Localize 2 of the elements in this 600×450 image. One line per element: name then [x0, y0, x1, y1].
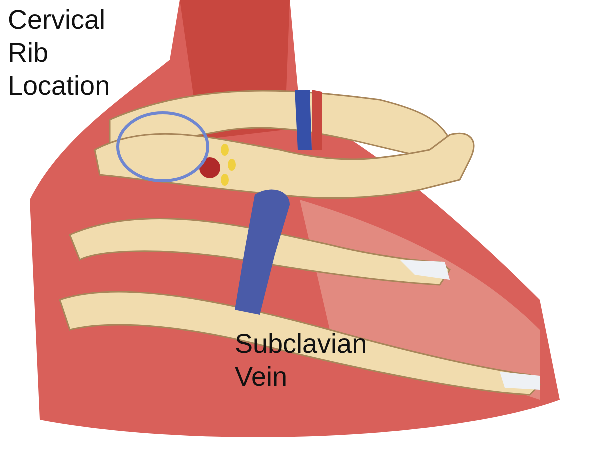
anatomy-label: Subclavian Vein [235, 328, 368, 394]
anatomy-label: Cervical Rib Location [8, 4, 112, 103]
